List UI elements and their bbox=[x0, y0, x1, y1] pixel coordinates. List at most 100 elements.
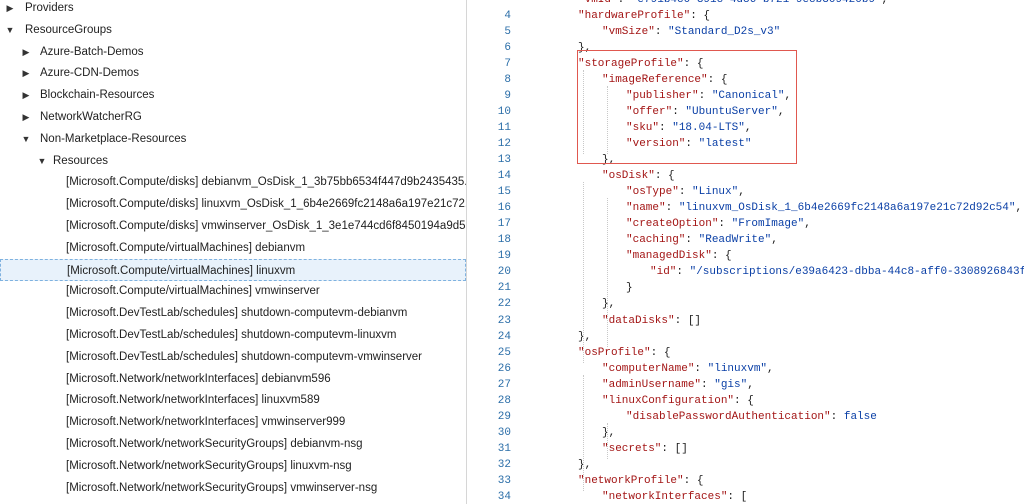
tree-node[interactable]: ▶NetworkWatcherRG bbox=[0, 106, 466, 128]
chevron-down-icon[interactable]: ▼ bbox=[37, 155, 47, 166]
code-text: }, bbox=[602, 152, 615, 168]
tree-node-label: [Microsoft.Network/networkSecurityGroups… bbox=[66, 481, 378, 494]
code-text: "networkProfile": { bbox=[578, 473, 703, 489]
json-key: "caching" bbox=[626, 234, 686, 247]
code-line[interactable]: 33 "networkProfile": { bbox=[467, 473, 1024, 489]
tree-node-label: Non-Marketplace-Resources bbox=[40, 132, 187, 145]
tree-node[interactable]: [Microsoft.DevTestLab/schedules] shutdow… bbox=[0, 324, 466, 346]
line-number: 26 bbox=[497, 362, 511, 375]
tree-node[interactable]: [Microsoft.Network/networkSecurityGroups… bbox=[0, 477, 466, 499]
line-number: 33 bbox=[497, 475, 511, 487]
code-line[interactable]: 20"id": "/subscriptions/e39a6423-dbba-44… bbox=[467, 264, 1024, 280]
line-number: 34 bbox=[497, 491, 511, 504]
tree-node[interactable]: ▼ ResourceGroups bbox=[0, 19, 466, 41]
tree-node-label: ResourceGroups bbox=[25, 23, 112, 36]
tree-node-label: [Microsoft.Compute/disks] vmwinserver_Os… bbox=[66, 220, 466, 232]
line-number: 31 bbox=[497, 442, 511, 455]
code-line[interactable]: 14"osDisk": { bbox=[467, 168, 1024, 184]
code-line[interactable]: 15"osType": "Linux", bbox=[467, 184, 1024, 200]
tree-node[interactable]: ▶ Providers bbox=[0, 0, 466, 19]
tree-node[interactable]: [Microsoft.Network/networkInterfaces] li… bbox=[0, 389, 466, 411]
tree-node[interactable]: [Microsoft.Compute/virtualMachines] vmwi… bbox=[0, 280, 466, 302]
json-punctuation: : { bbox=[654, 170, 675, 183]
code-line[interactable]: 11"sku": "18.04-LTS", bbox=[467, 120, 1024, 136]
code-line[interactable]: 23"dataDisks": [] bbox=[467, 313, 1024, 329]
tree-node[interactable]: [Microsoft.Network/networkInterfaces] vm… bbox=[0, 411, 466, 433]
tree-node[interactable]: ▶Blockchain-Resources bbox=[0, 84, 466, 106]
code-line[interactable]: 24}, bbox=[467, 329, 1024, 345]
line-number: 10 bbox=[497, 105, 511, 118]
code-line[interactable]: 13}, bbox=[467, 152, 1024, 168]
code-line[interactable]: 21} bbox=[467, 280, 1024, 296]
tree-node[interactable]: [Microsoft.Compute/disks] debianvm_OsDis… bbox=[0, 171, 466, 193]
tree-node-label: [Microsoft.Compute/disks] debianvm_OsDis… bbox=[66, 176, 466, 189]
line-number: 24 bbox=[497, 330, 511, 343]
json-punctuation: , bbox=[744, 121, 752, 134]
tree-node[interactable]: ▶Azure-CDN-Demos bbox=[0, 62, 466, 84]
code-line[interactable]: 10 "offer": "UbuntuServer", bbox=[467, 104, 1024, 120]
code-line[interactable]: 25"osProfile": { bbox=[467, 345, 1024, 361]
code-line[interactable]: 16"name": "linuxvm_OsDisk_1_6b4e2669fc21… bbox=[467, 200, 1024, 216]
json-string-value: "UbuntuServer" bbox=[685, 105, 778, 118]
tree-node-label: [Microsoft.DevTestLab/schedules] shutdow… bbox=[66, 329, 397, 341]
json-punctuation: : bbox=[701, 378, 715, 391]
tree-node[interactable]: [Microsoft.Network/networkSecurityGroups… bbox=[0, 455, 466, 477]
code-line[interactable]: 19"managedDisk": { bbox=[467, 248, 1024, 264]
tree-node[interactable]: [Microsoft.Compute/disks] linuxvm_OsDisk… bbox=[0, 193, 466, 215]
code-line[interactable]: 28"linuxConfiguration": { bbox=[467, 393, 1024, 409]
tree-node[interactable]: [Microsoft.Network/networkSecurityGroups… bbox=[0, 433, 466, 455]
code-line[interactable]: 30}, bbox=[467, 425, 1024, 441]
tree-node[interactable]: ▶Azure-Batch-Demos bbox=[0, 41, 466, 63]
code-line[interactable]: 6}, bbox=[467, 40, 1024, 56]
code-line[interactable]: 12"version": "latest" bbox=[467, 136, 1024, 152]
json-punctuation: : bbox=[618, 0, 631, 6]
code-line[interactable]: 27"adminUsername": "gis", bbox=[467, 377, 1024, 393]
code-line[interactable]: 31"secrets": [] bbox=[467, 441, 1024, 457]
json-string-value: "ReadWrite" bbox=[698, 234, 772, 247]
tree-node-label: Providers bbox=[25, 2, 74, 14]
code-line[interactable]: 4"hardwareProfile": { bbox=[467, 8, 1024, 24]
line-number: 30 bbox=[497, 426, 511, 439]
code-line[interactable]: 26"computerName": "linuxvm", bbox=[467, 361, 1024, 377]
code-line[interactable]: 5"vmSize": "Standard_D2s_v3" bbox=[467, 24, 1024, 40]
tree-node[interactable]: ▼ Resources bbox=[0, 150, 466, 172]
tree-node-label: Resources bbox=[53, 154, 108, 167]
code-line[interactable]: "vmId": "e791b4c0-391c-4d86-b721-9ecb309… bbox=[467, 0, 1024, 8]
json-punctuation: : { bbox=[711, 250, 732, 263]
chevron-right-icon[interactable]: ▶ bbox=[22, 90, 30, 101]
code-line[interactable]: 32}, bbox=[467, 457, 1024, 473]
chevron-down-icon[interactable]: ▼ bbox=[21, 133, 31, 144]
json-punctuation: : bbox=[676, 266, 690, 279]
chevron-right-icon[interactable]: ▶ bbox=[22, 68, 30, 79]
json-punctuation: , bbox=[767, 362, 774, 375]
chevron-right-icon[interactable]: ▶ bbox=[22, 46, 30, 57]
tree-node[interactable]: [Microsoft.Network/networkInterfaces] de… bbox=[0, 368, 466, 390]
code-line[interactable]: 7"storageProfile": { bbox=[467, 56, 1024, 72]
chevron-right-icon[interactable]: ▶ bbox=[6, 3, 14, 13]
tree-node[interactable]: [Microsoft.DevTestLab/schedules] shutdow… bbox=[0, 346, 466, 368]
tree-node[interactable]: [Microsoft.Compute/disks] vmwinserver_Os… bbox=[0, 215, 466, 237]
pane-splitter[interactable] bbox=[466, 0, 467, 504]
code-line[interactable]: 8"imageReference": { bbox=[467, 72, 1024, 88]
tree-node[interactable]: ▼ Non-Marketplace-Resources bbox=[0, 128, 466, 150]
json-key: "storageProfile" bbox=[578, 57, 684, 70]
json-key: "secrets" bbox=[602, 442, 662, 455]
code-text: "offer": "UbuntuServer", bbox=[626, 104, 784, 120]
code-line[interactable]: 18"caching": "ReadWrite", bbox=[467, 232, 1024, 248]
code-line[interactable]: 17"createOption": "FromImage", bbox=[467, 216, 1024, 232]
code-line[interactable]: 34"networkInterfaces": [ bbox=[467, 489, 1024, 504]
code-line[interactable]: 29"disablePasswordAuthentication": false bbox=[467, 409, 1024, 425]
chevron-down-icon[interactable]: ▼ bbox=[5, 24, 15, 35]
code-text: "osType": "Linux", bbox=[626, 184, 745, 200]
json-editor[interactable]: "vmId": "e791b4c0-391c-4d86-b721-9ecb309… bbox=[467, 0, 1024, 504]
json-key: "computerName" bbox=[602, 362, 695, 375]
json-punctuation: : [] bbox=[674, 314, 702, 327]
tree-node[interactable]: [Microsoft.Compute/virtualMachines] linu… bbox=[0, 258, 466, 281]
json-key: "networkProfile" bbox=[578, 475, 684, 487]
code-line[interactable]: 9"publisher": "Canonical", bbox=[467, 88, 1024, 104]
json-punctuation: : bbox=[698, 89, 712, 102]
tree-node[interactable]: [Microsoft.DevTestLab/schedules] shutdow… bbox=[0, 302, 466, 324]
chevron-right-icon[interactable]: ▶ bbox=[22, 112, 30, 122]
code-line[interactable]: 22}, bbox=[467, 296, 1024, 312]
tree-node[interactable]: [Microsoft.Compute/virtualMachines] debi… bbox=[0, 237, 466, 259]
